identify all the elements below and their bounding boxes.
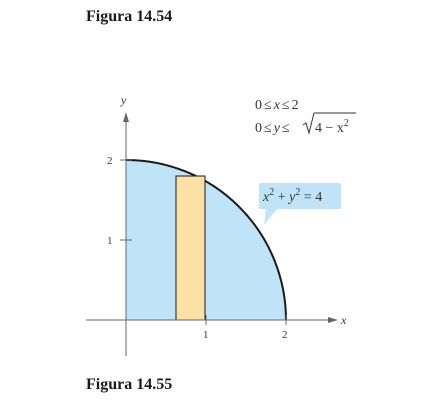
radicand: 4 − x2 [315,118,349,136]
y-tick-label-2: 2 [107,155,113,167]
bound-line-1: 0≤x≤2 [255,98,299,113]
quarter-disk-region [126,160,286,320]
bound-line-2: 0≤y≤ [255,121,290,136]
representative-rectangle [175,175,206,321]
x-axis-arrow [328,317,338,323]
curve-equation: x2 + y2 = 4 [262,187,322,205]
x-tick-label-2: 2 [282,329,288,341]
figure-caption-top: Figura 14.54 [86,8,173,25]
y-axis-arrow [123,112,129,122]
y-axis-label: y [120,93,127,107]
radical-sign [302,112,356,135]
curve-label-callout [259,183,341,225]
y-tick-label-1: 1 [107,235,113,247]
x-tick-label-1: 1 [203,329,209,341]
figure-caption-bottom: Figura 14.55 [86,376,173,393]
x-axis-label: x [340,313,347,327]
circle-arc [125,159,287,321]
